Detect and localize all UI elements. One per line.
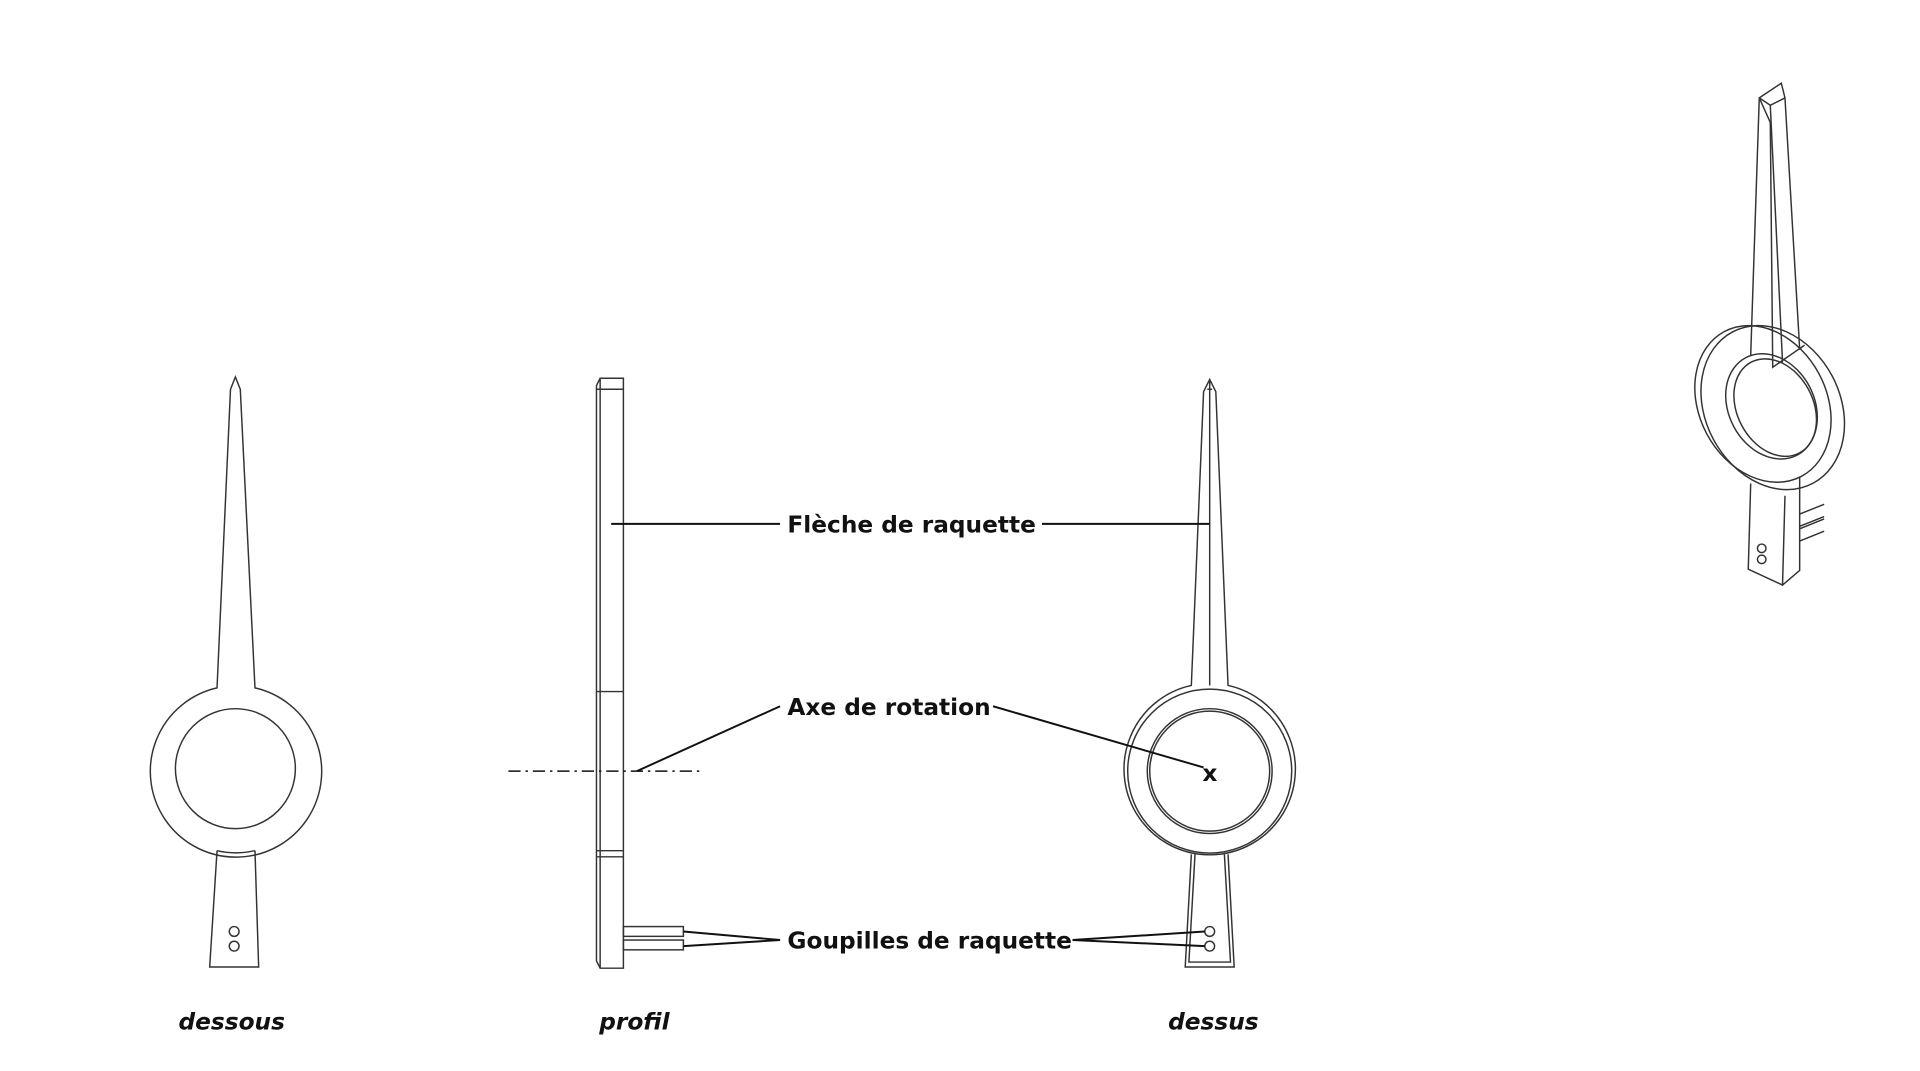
axis-marker: x	[1202, 760, 1217, 787]
caption-dessus: dessus	[1168, 1008, 1259, 1035]
view-dessous	[149, 375, 323, 968]
view-dessus	[1123, 377, 1297, 968]
label-axis: Axe de rotation	[787, 694, 990, 721]
caption-dessous: dessous	[178, 1008, 285, 1035]
caption-profil: profil	[598, 1008, 670, 1035]
ring-inner	[174, 707, 297, 830]
leader-lines	[611, 522, 1210, 948]
pin-hole	[228, 925, 240, 938]
pin	[622, 925, 685, 938]
ring-lower-arc	[216, 849, 256, 854]
label-arrow: Flèche de raquette	[787, 511, 1035, 538]
arrow-shaft-outline	[149, 375, 323, 858]
pin-hole	[228, 940, 240, 952]
tail-outline	[208, 850, 260, 968]
view-isometric	[1694, 82, 1846, 587]
pin	[622, 939, 685, 951]
view-profil	[508, 377, 705, 969]
label-pins: Goupilles de raquette	[787, 928, 1071, 955]
